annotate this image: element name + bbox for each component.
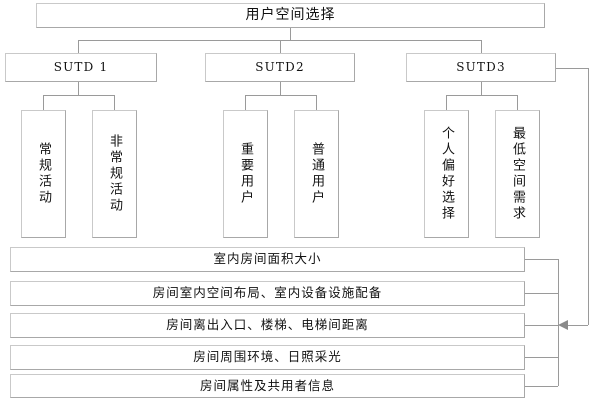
- connector-sutd3-out: [556, 68, 588, 69]
- connector-root-trunk: [290, 28, 291, 40]
- leaf-box-minimum-space-need[interactable]: 最低空间需求: [495, 110, 540, 238]
- connector-tier2-trunk: [280, 82, 281, 95]
- attribute-label-4: 房间周围环境、日照采光: [193, 349, 342, 365]
- connector-tier2-leaf2: [316, 95, 317, 110]
- connector-bar2-stub: [525, 293, 558, 294]
- connector-tier2-bus: [245, 95, 316, 96]
- connector-root-to-tier3: [481, 40, 482, 53]
- attribute-bar-layout-equipment[interactable]: 房间室内空间布局、室内设备设施配备: [10, 281, 525, 306]
- attribute-bar-distance-entrance[interactable]: 房间离出入口、楼梯、电梯间距离: [10, 313, 525, 338]
- root-box-label: 用户空间选择: [245, 7, 336, 24]
- connector-root-to-tier1: [78, 40, 79, 53]
- tier-box-label-2: SUTD2: [255, 59, 305, 74]
- leaf-label-3: 重要用户: [238, 142, 253, 206]
- connector-tier3-trunk: [481, 82, 482, 95]
- tier-box-sutd-3[interactable]: SUTD3: [406, 53, 556, 82]
- attribute-label-5: 房间属性及共用者信息: [199, 377, 335, 393]
- leaf-label-2: 非常规活动: [107, 134, 122, 214]
- attribute-label-2: 房间室内空间布局、室内设备设施配备: [152, 285, 383, 301]
- attribute-bar-room-area[interactable]: 室内房间面积大小: [10, 247, 525, 272]
- tier-box-label-3: SUTD3: [456, 59, 506, 74]
- connector-tier2-leaf1: [245, 95, 246, 110]
- connector-feedback-down: [588, 68, 589, 325]
- tier-box-sutd-1[interactable]: SUTD 1: [5, 53, 157, 82]
- leaf-label-6: 最低空间需求: [510, 126, 525, 222]
- connector-tier3-leaf1: [446, 95, 447, 110]
- leaf-label-1: 常规活动: [36, 142, 51, 206]
- connector-tier3-bus: [446, 95, 517, 96]
- arrowhead-icon: [558, 320, 568, 330]
- leaf-box-important-user[interactable]: 重要用户: [223, 110, 268, 238]
- tier-box-sutd-2[interactable]: SUTD2: [205, 53, 355, 82]
- connector-root-to-tier2: [280, 40, 281, 53]
- connector-bar5-stub: [525, 386, 558, 387]
- connector-bar3-stub: [525, 325, 558, 326]
- attribute-bar-room-property-sharers[interactable]: 房间属性及共用者信息: [10, 374, 525, 398]
- connector-tier1-trunk: [78, 82, 79, 95]
- attribute-label-1: 室内房间面积大小: [213, 251, 322, 267]
- leaf-label-4: 普通用户: [309, 142, 324, 206]
- connector-tier1-leaf1: [43, 95, 44, 110]
- connector-bar4-stub: [525, 357, 558, 358]
- leaf-box-regular-activity[interactable]: 常规活动: [21, 110, 66, 238]
- attribute-bar-environment-daylight[interactable]: 房间周围环境、日照采光: [10, 345, 525, 370]
- connector-bar1-stub: [525, 259, 558, 260]
- connector-tier1-leaf2: [114, 95, 115, 110]
- connector-tier3-leaf2: [517, 95, 518, 110]
- leaf-label-5: 个人偏好选择: [439, 126, 454, 222]
- tier-box-label-1: SUTD 1: [53, 59, 109, 74]
- attribute-label-3: 房间离出入口、楼梯、电梯间距离: [166, 317, 369, 333]
- leaf-box-irregular-activity[interactable]: 非常规活动: [92, 110, 137, 238]
- root-box-user-space-selection[interactable]: 用户空间选择: [36, 3, 545, 28]
- connector-tier1-bus: [43, 95, 114, 96]
- connector-feedback-in: [568, 325, 588, 326]
- leaf-box-personal-preference[interactable]: 个人偏好选择: [424, 110, 469, 238]
- leaf-box-ordinary-user[interactable]: 普通用户: [294, 110, 339, 238]
